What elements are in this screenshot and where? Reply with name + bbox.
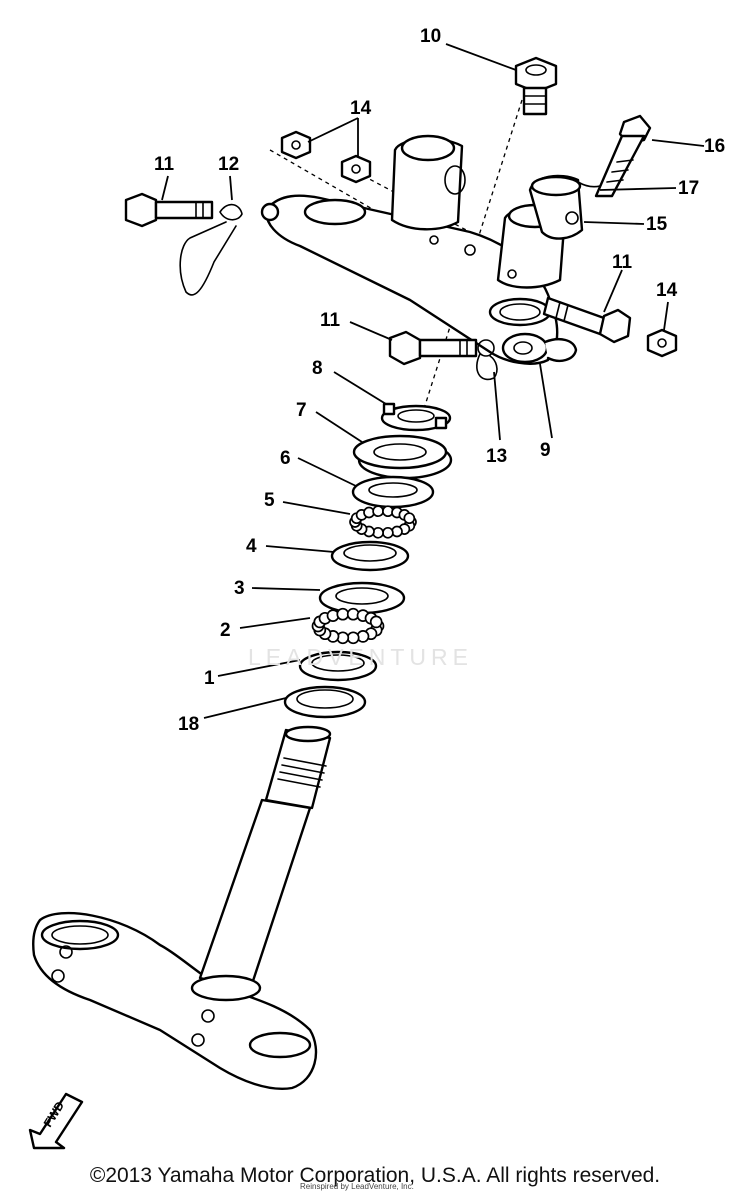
callout-13: 13 <box>486 446 507 467</box>
callout-9: 9 <box>540 440 551 461</box>
fwd-arrow-icon: FWD <box>28 1092 84 1150</box>
bearing-ball <box>346 631 360 645</box>
callout-2: 2 <box>220 620 231 641</box>
bolt-10 <box>514 56 558 116</box>
nut-14-a <box>280 130 312 160</box>
callout-11-a: 11 <box>154 154 175 175</box>
steering-stem <box>32 725 332 1090</box>
clip-17 <box>577 181 601 188</box>
callout-7: 7 <box>296 400 307 421</box>
bolt-11-center <box>388 330 478 366</box>
race-6 <box>351 475 435 509</box>
bolt-11-left <box>124 192 214 228</box>
bearing-ball <box>403 512 416 525</box>
callout-10: 10 <box>420 26 441 47</box>
bolt-16 <box>594 114 652 198</box>
nut-14-c <box>646 328 678 358</box>
credit-line: Reinspired by LeadVenture, Inc. <box>300 1182 414 1191</box>
race-1 <box>298 650 378 682</box>
bearing-ball <box>336 607 350 621</box>
callout-11-c: 11 <box>320 310 341 331</box>
callout-8: 8 <box>312 358 323 379</box>
callout-1: 1 <box>204 668 215 689</box>
ball-bearing-2 <box>311 607 385 645</box>
callout-12: 12 <box>218 154 239 175</box>
ball-bearing-5 <box>349 505 417 539</box>
bearing-ball <box>369 615 383 629</box>
callout-11-b: 11 <box>612 252 633 273</box>
upper-bracket <box>265 134 567 365</box>
callout-4: 4 <box>246 536 257 557</box>
seal-18 <box>283 685 367 719</box>
callout-15: 15 <box>646 214 668 235</box>
callout-6: 6 <box>280 448 291 469</box>
callout-5: 5 <box>264 490 275 511</box>
callout-16: 16 <box>704 136 725 157</box>
leader-lines <box>161 43 705 719</box>
callout-17: 17 <box>678 178 699 199</box>
bolt-11-right <box>542 296 632 344</box>
bearing-ball <box>382 526 394 539</box>
bearing-ball <box>372 505 384 518</box>
watermark: LEADVENTURE <box>248 644 473 670</box>
cover-7 <box>352 434 453 480</box>
collar-9 <box>501 332 578 364</box>
race-4 <box>330 540 410 572</box>
pin-12 <box>179 202 280 296</box>
holder-15 <box>528 174 584 240</box>
callout-14-a: 14 <box>350 98 372 119</box>
callout-14-b: 14 <box>656 280 678 301</box>
nut-14-b <box>340 154 372 184</box>
callout-18: 18 <box>178 714 199 735</box>
ring-nut-8 <box>380 402 452 432</box>
copyright-footer: ©2013 Yamaha Motor Corporation, U.S.A. A… <box>89 1164 661 1187</box>
race-3 <box>318 581 406 615</box>
callout-labels: 10 14 11 12 16 17 15 11 14 11 8 7 13 9 6… <box>154 26 725 735</box>
callout-3: 3 <box>234 578 245 599</box>
